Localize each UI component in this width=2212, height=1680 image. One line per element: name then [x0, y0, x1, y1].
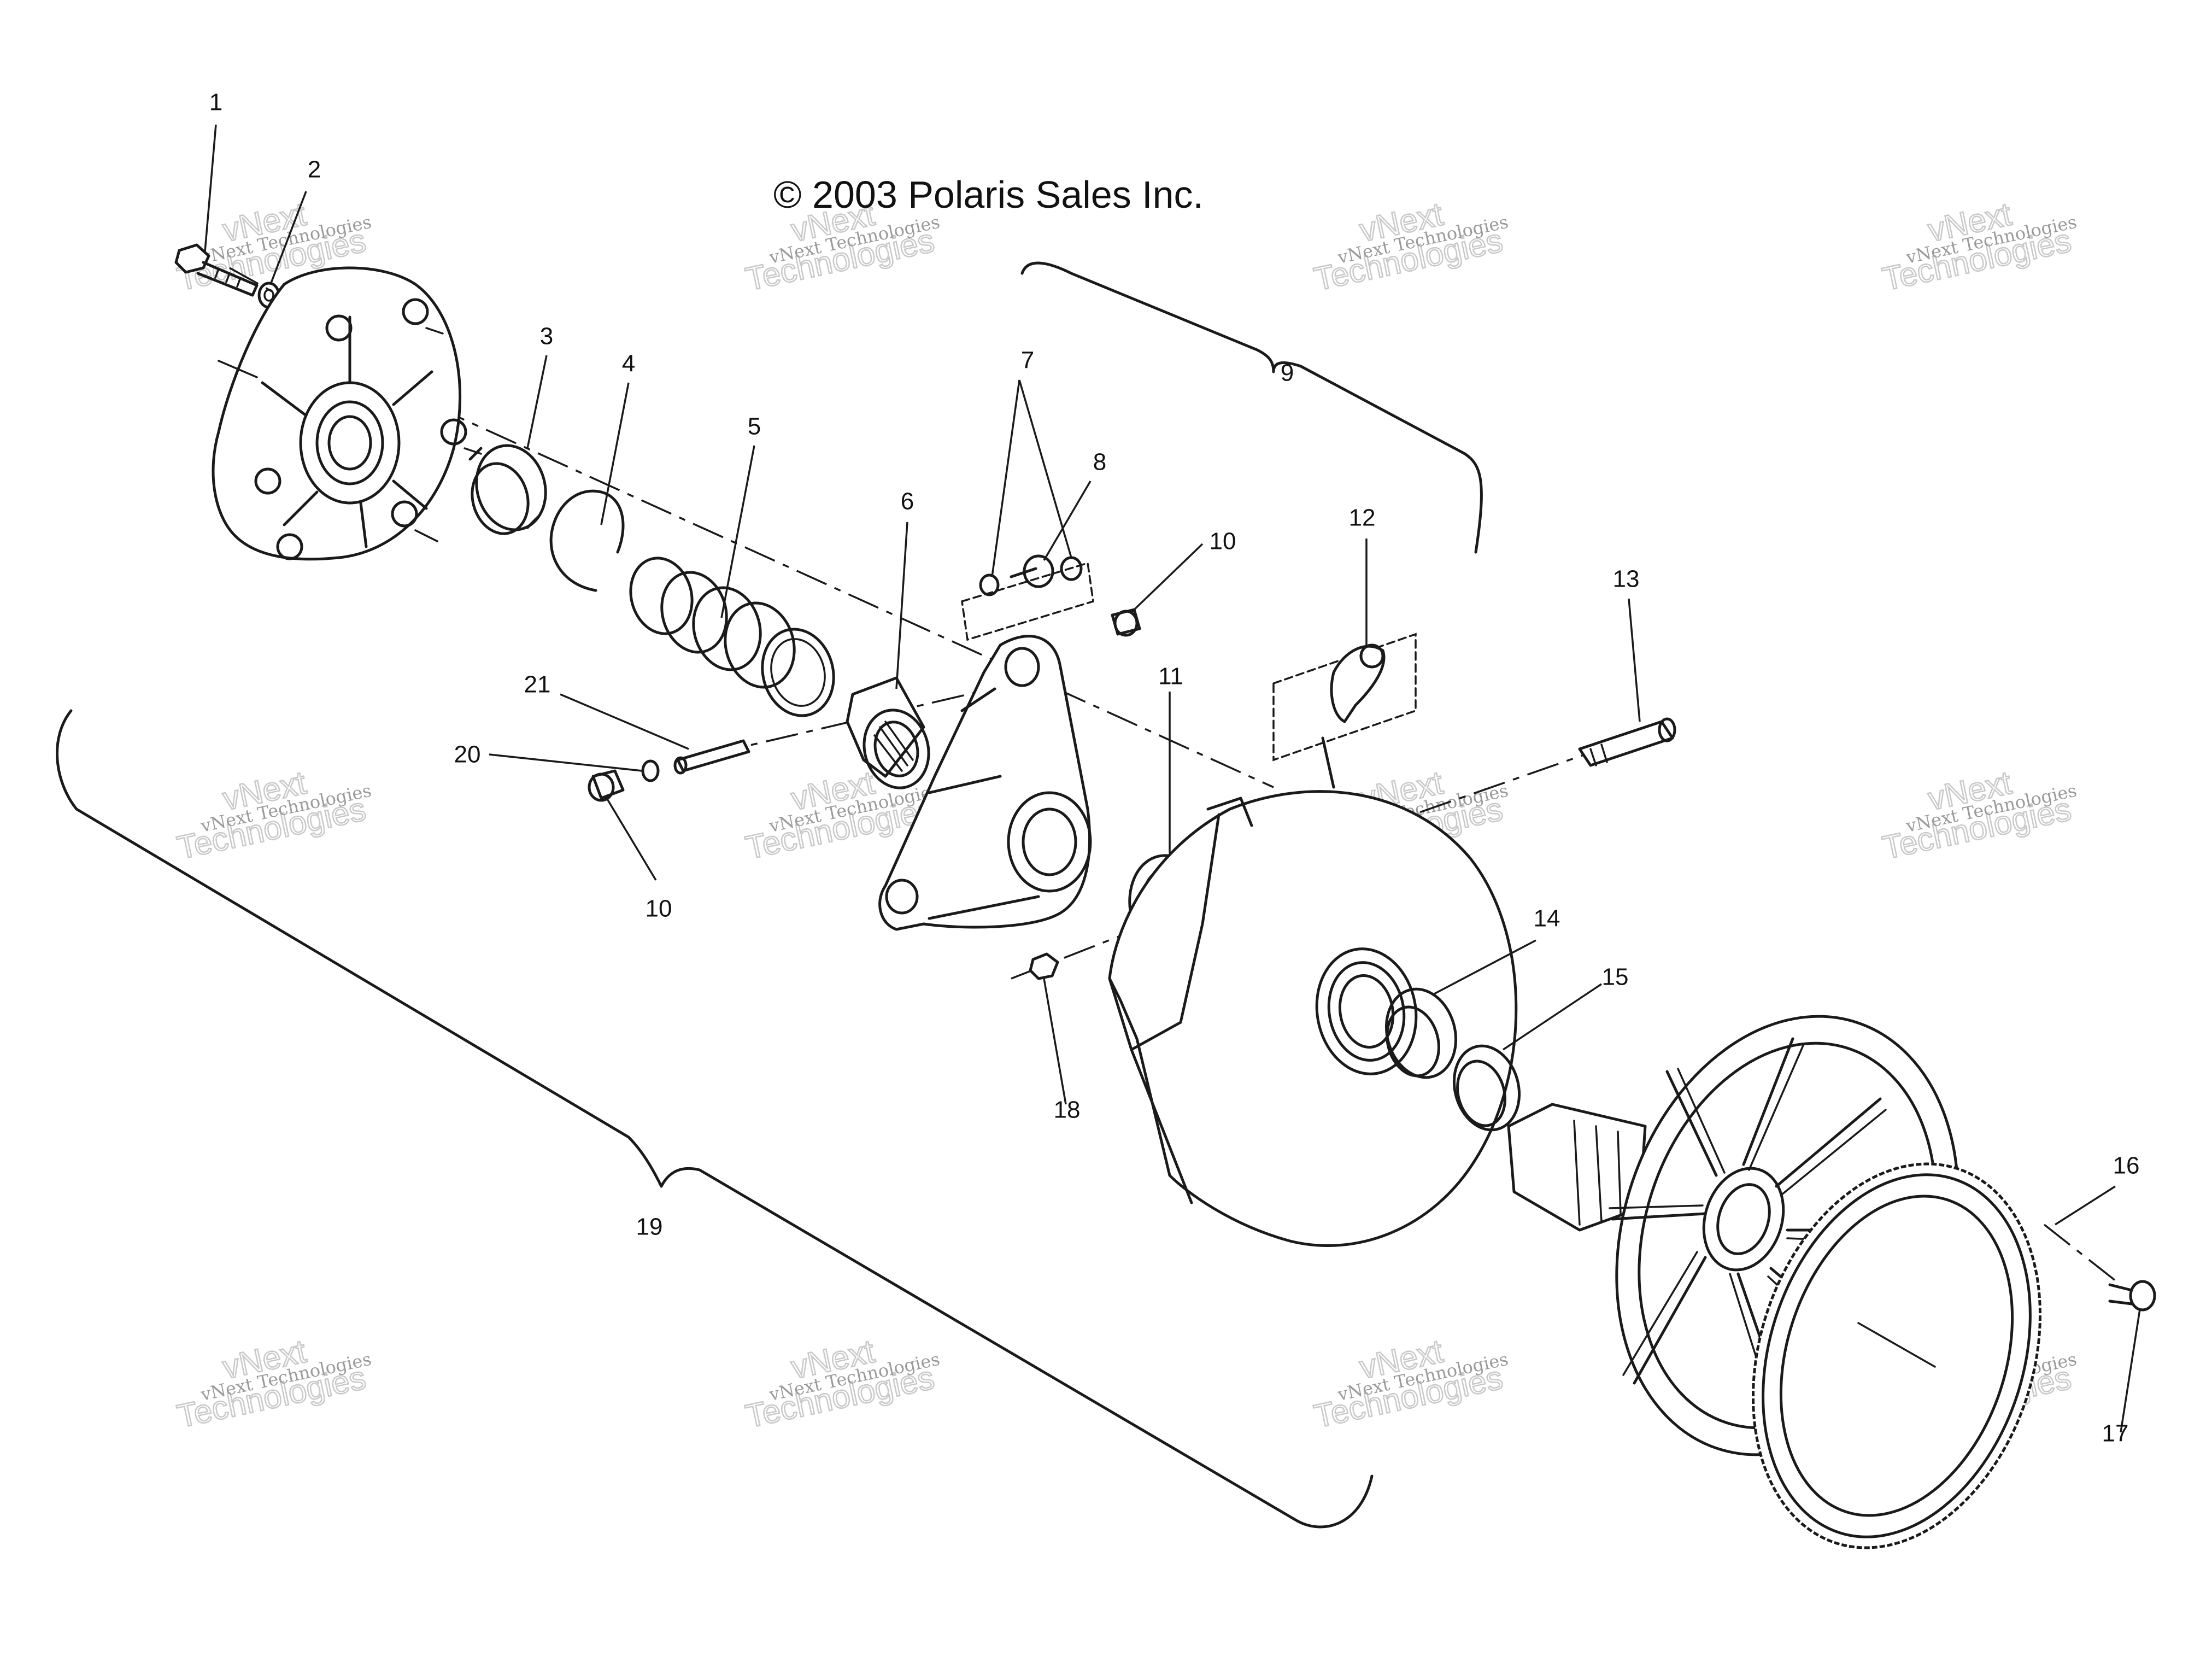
callout-12: 12 — [1349, 505, 1376, 531]
snap-ring-part-4 — [549, 489, 625, 592]
callout-17: 17 — [2102, 1420, 2129, 1447]
watermark: Technologies vNext vNext Technologies — [742, 1332, 942, 1435]
washer-part-20 — [641, 759, 660, 782]
moveable-sheave — [1108, 790, 1518, 1247]
callout-15: 15 — [1602, 964, 1629, 991]
leader-10-lower — [606, 798, 657, 881]
leader-7b — [1018, 379, 1072, 558]
ring-gear-part-16 — [1751, 1162, 2042, 1549]
leader-21 — [560, 693, 689, 750]
screw-axis — [1366, 753, 1586, 832]
copyright-notice: © 2003 Polaris Sales Inc. — [773, 173, 1204, 216]
leader-4 — [600, 382, 630, 525]
callout-18: 18 — [1054, 1097, 1081, 1123]
callout-13: 13 — [1613, 566, 1640, 593]
watermark: Technologies vNext vNext Technologies — [173, 763, 373, 867]
bolt-axis — [229, 267, 328, 324]
callout-6: 6 — [901, 488, 914, 515]
bolt-part-1 — [174, 243, 259, 297]
leader-16 — [2055, 1185, 2116, 1226]
leader-lines — [204, 124, 2141, 1433]
bushing-part-14 — [1384, 987, 1458, 1079]
callout-10-lower: 10 — [646, 895, 672, 922]
leader-1 — [204, 124, 217, 252]
leader-7a — [991, 379, 1020, 577]
nut-part-18 — [1029, 952, 1059, 980]
pin-part-21 — [673, 739, 750, 775]
brace-group-9 — [1020, 261, 1483, 554]
callout-9: 9 — [1281, 360, 1294, 387]
cam-roller-part-12 — [1272, 633, 1417, 789]
callout-21: 21 — [524, 671, 551, 698]
brace-group-19 — [56, 709, 1374, 1529]
leader-6 — [895, 522, 908, 689]
leader-2 — [269, 191, 307, 285]
cam-part-6 — [846, 676, 930, 789]
leader-17 — [2120, 1309, 2141, 1433]
watermark: Technologies vNext vNext Technologies — [1879, 195, 2079, 298]
leader-3 — [526, 355, 548, 449]
watermark: Technologies vNext vNext Technologies — [1310, 195, 1510, 298]
callout-19: 19 — [636, 1214, 663, 1240]
weight-pin-group-7-8 — [961, 554, 1094, 641]
leader-15 — [1503, 983, 1602, 1051]
callout-10-upper: 10 — [1210, 528, 1236, 555]
gear-screw-axis — [2043, 1224, 2122, 1286]
bushing-part-3 — [468, 444, 547, 535]
leader-5 — [720, 445, 755, 618]
callout-20: 20 — [454, 741, 481, 768]
callout-7: 7 — [1021, 347, 1034, 374]
callout-16: 16 — [2113, 1152, 2140, 1179]
callout-1: 1 — [209, 89, 222, 116]
callouts: 1 2 3 4 5 6 7 8 9 10 10 11 12 13 14 15 1… — [209, 89, 2140, 1447]
roller-part-10-lower — [588, 769, 625, 802]
screw-part-17 — [2108, 1280, 2156, 1312]
watermark: Technologies vNext vNext Technologies — [1310, 1332, 1510, 1435]
leader-13 — [1628, 598, 1641, 722]
callout-8: 8 — [1093, 449, 1106, 476]
callout-11: 11 — [1158, 663, 1183, 690]
leader-18 — [1043, 978, 1067, 1105]
callout-2: 2 — [308, 156, 321, 183]
roller-part-10-upper — [1111, 608, 1141, 637]
watermark: Technologies vNext vNext Technologies — [173, 1332, 373, 1435]
callout-14: 14 — [1534, 905, 1560, 932]
callout-3: 3 — [540, 323, 553, 350]
pin-part-13 — [1578, 717, 1676, 767]
callout-5: 5 — [748, 413, 761, 440]
watermark: Technologies vNext vNext Technologies — [742, 195, 942, 298]
watermark: Technologies vNext vNext Technologies — [1879, 763, 2079, 867]
callout-4: 4 — [622, 350, 635, 377]
leader-8 — [1043, 481, 1092, 561]
spider-arm — [878, 635, 1092, 931]
leader-20 — [489, 753, 643, 772]
leader-14 — [1431, 939, 1536, 996]
assembly-axis — [382, 382, 1274, 788]
ring-part-15 — [1452, 1044, 1521, 1132]
clutch-cover — [212, 266, 482, 561]
leader-10-upper — [1130, 543, 1204, 613]
